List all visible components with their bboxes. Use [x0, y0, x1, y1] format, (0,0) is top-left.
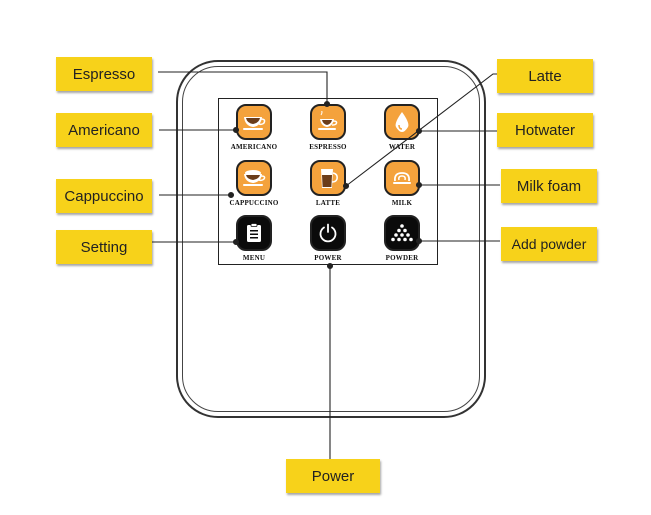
milk-button[interactable]: [384, 160, 420, 196]
callout-cappuccino: Cappuccino: [56, 179, 152, 213]
cappuccino-cup-icon: [243, 170, 266, 186]
espresso-cup-icon: [318, 111, 338, 130]
coffee-cup-icon: [243, 117, 266, 130]
powder-label: POWDER: [385, 254, 419, 262]
callout-setting: Setting: [56, 230, 152, 264]
callout-hotwater: Hotwater: [497, 113, 593, 147]
callout-espresso: Espresso: [56, 57, 152, 91]
latte-label: LATTE: [315, 199, 341, 207]
power-button[interactable]: [310, 215, 346, 251]
power-label: POWER: [314, 254, 342, 262]
callout-milk-foam: Milk foam: [501, 169, 597, 203]
powder-button[interactable]: [384, 215, 420, 251]
milk-foam-icon: [393, 172, 411, 184]
callout-power: Power: [286, 459, 380, 493]
machine-outer-frame: [176, 60, 486, 418]
water-button[interactable]: [384, 104, 420, 140]
latte-button[interactable]: [310, 160, 346, 196]
powder-dots-icon: [391, 224, 413, 242]
espresso-button[interactable]: [310, 104, 346, 140]
callout-americano: Americano: [56, 113, 152, 147]
machine-inner-frame: [182, 66, 480, 412]
menu-button[interactable]: [236, 215, 272, 251]
power-icon: [319, 223, 337, 243]
menu-document-icon: [247, 223, 261, 242]
water-drop-icon: [395, 112, 409, 132]
americano-button[interactable]: [236, 104, 272, 140]
espresso-label: ESPRESSO: [309, 143, 347, 151]
callout-add-powder: Add powder: [501, 227, 597, 261]
water-label: WATER: [388, 143, 416, 151]
latte-glass-icon: [321, 169, 338, 188]
menu-label: MENU: [242, 254, 266, 262]
milk-label: MILK: [391, 199, 413, 207]
callout-latte: Latte: [497, 59, 593, 93]
americano-label: AMERICANO: [230, 143, 278, 151]
cappuccino-button[interactable]: [236, 160, 272, 196]
cappuccino-label: CAPPUCCINO: [229, 199, 279, 207]
